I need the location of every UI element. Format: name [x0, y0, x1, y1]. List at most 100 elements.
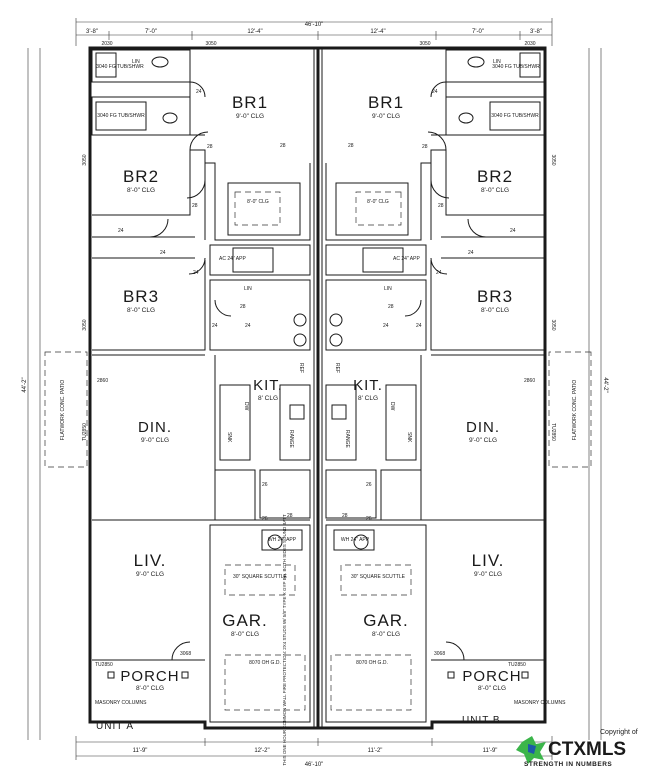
room-porch-a: PORCH	[120, 668, 179, 685]
lin-lower-b: LIN	[384, 286, 392, 292]
room-kit-b: KIT.	[353, 377, 383, 394]
door-size-a-3: 24	[160, 250, 166, 256]
top-dim-1: 3'-8"	[86, 29, 98, 35]
room-porch-b-ceiling: 8'-0" CLG	[478, 685, 506, 692]
overall-depth-right: 44'-2"	[602, 377, 608, 392]
interior-walls-unit-b	[325, 49, 545, 723]
masonry-a: MASONRY COLUMNS	[95, 700, 147, 706]
door-size-a-13: 26	[262, 516, 268, 522]
door-size-b-9: 28	[342, 513, 348, 519]
watermark-brand: CTXMLS	[548, 739, 626, 760]
room-din-a: DIN.	[138, 419, 172, 436]
room-br2-b-ceiling: 8'-0" CLG	[481, 187, 509, 194]
side-dimensions: 44'-2" 44'-2"	[22, 48, 608, 740]
lin-lower-a: LIN	[244, 286, 252, 292]
fixtures-unit-b	[329, 52, 592, 711]
lin-upper-b: LIN	[493, 59, 501, 65]
door-size-a-9: 28	[287, 513, 293, 519]
room-br2-b: BR2	[477, 167, 513, 186]
window-br3-a: 3050	[82, 319, 88, 330]
water-heater-b: WH 24" APP	[341, 537, 370, 543]
room-gar-a: GAR.	[222, 611, 268, 630]
room-gar-b: GAR.	[363, 611, 409, 630]
range-b: RANGE	[344, 430, 350, 448]
door-size-b-4: 24	[436, 270, 442, 276]
door-patio-b: 2860	[524, 378, 535, 384]
door-size-b-8: 28	[388, 304, 394, 310]
patio-b: FLATWORK CONC. PATIO	[572, 380, 578, 441]
window-top-a: 3050	[205, 41, 216, 47]
ref-a: REF	[298, 363, 304, 373]
door-size-b-10: 24	[383, 323, 389, 329]
bath-ceiling-a: 8'-0" CLG	[247, 199, 269, 205]
ctxmls-watermark: Copyright of CTXMLS STRENGTH IN NUMBERS	[516, 729, 638, 768]
attic-b: 30" SQUARE SCUTTLE	[351, 574, 406, 580]
room-din-b-ceiling: 9'-0" CLG	[469, 437, 497, 444]
exterior-walls	[88, 46, 547, 730]
window-top-b: 3050	[419, 41, 430, 47]
door-size-a-8: 28	[240, 304, 246, 310]
room-porch-b: PORCH	[462, 668, 521, 685]
room-br1-b-ceiling: 9'-0" CLG	[372, 113, 400, 120]
lin-upper-a: LIN	[132, 59, 140, 65]
door-size-b-1: 24	[432, 89, 438, 95]
interior-walls-unit-a	[91, 49, 311, 723]
unit-a-labels: BR1 9'-0" CLG BR2 8'-0" CLG BR3 8'-0" CL…	[60, 41, 304, 732]
garage-door-a: 8070 OH G.D.	[249, 660, 281, 666]
room-porch-a-ceiling: 8'-0" CLG	[136, 685, 164, 692]
door-size-b-12: 26	[366, 482, 372, 488]
tub-upper-a: 3040 FG TUB/SHWR	[96, 64, 144, 70]
dw-b: DW	[389, 402, 395, 411]
firewall-note: THIS ONE HOUR COMMON WALL FIRE PROTECTIO…	[282, 514, 287, 766]
door-size-b-6: 28	[422, 144, 428, 150]
window-br2-b: 3050	[550, 154, 556, 165]
ref-b: REF	[334, 363, 340, 373]
room-br2-a: BR2	[123, 167, 159, 186]
bottom-dimensions: 11'-9" 12'-2" 11'-2" 11'-9" 46'-10"	[75, 736, 553, 768]
door-size-a-5: 28	[192, 203, 198, 209]
room-br1-a: BR1	[232, 93, 268, 112]
door-size-a-6: 28	[207, 144, 213, 150]
window-corner-b: 2030	[524, 41, 535, 47]
top-dim-4: 12'-4"	[370, 29, 385, 35]
door-size-b-3: 24	[468, 250, 474, 256]
top-dim-5: 7'-0"	[472, 29, 484, 35]
door-size-a-4: 24	[193, 270, 199, 276]
overall-width-top: 46'-10"	[305, 22, 324, 28]
front-door-a: 3068	[180, 651, 191, 657]
room-kit-a: KIT.	[253, 377, 283, 394]
room-liv-b-ceiling: 9'-0" CLG	[474, 571, 502, 578]
ac-b: AC 24" APP	[393, 256, 420, 262]
bottom-dim-3: 11'-2"	[368, 748, 383, 754]
window-porch-b: TU2850	[508, 662, 526, 668]
unit-b-labels: BR1 9'-0" CLG BR2 8'-0" CLG BR3 8'-0" CL…	[334, 41, 578, 726]
window-br3-b: 3050	[550, 319, 556, 330]
window-din-b: TU2850	[550, 423, 556, 441]
bottom-dim-1: 11'-9"	[133, 748, 148, 754]
room-kit-b-ceiling: 8' CLG	[358, 395, 378, 402]
door-size-a-7: 28	[280, 143, 286, 149]
door-patio-a: 2860	[97, 378, 108, 384]
room-din-a-ceiling: 9'-0" CLG	[141, 437, 169, 444]
room-br2-a-ceiling: 8'-0" CLG	[127, 187, 155, 194]
top-dim-2: 7'-0"	[145, 29, 157, 35]
room-br1-a-ceiling: 9'-0" CLG	[236, 113, 264, 120]
room-liv-a: LIV.	[134, 551, 167, 570]
window-corner-a: 2030	[101, 41, 112, 47]
door-size-a-11: 24	[212, 323, 218, 329]
door-size-b-5: 28	[438, 203, 444, 209]
room-br3-b-ceiling: 8'-0" CLG	[481, 307, 509, 314]
window-din-a: TU2850	[82, 423, 88, 441]
door-size-a-2: 24	[118, 228, 124, 234]
water-heater-a: WH 24" APP	[268, 537, 297, 543]
door-size-a-10: 24	[245, 323, 251, 329]
masonry-b: MASONRY COLUMNS	[514, 700, 566, 706]
door-swings	[149, 81, 487, 661]
tub-upper-b: 3040 FG TUB/SHWR	[492, 64, 540, 70]
room-br3-b: BR3	[477, 287, 513, 306]
tub-lower-b: 3040 FG TUB/SHWR	[491, 113, 539, 119]
overall-depth-left: 44'-2"	[22, 377, 28, 392]
top-dim-6: 3'-8"	[530, 29, 542, 35]
sink-a: SNK	[226, 432, 232, 443]
